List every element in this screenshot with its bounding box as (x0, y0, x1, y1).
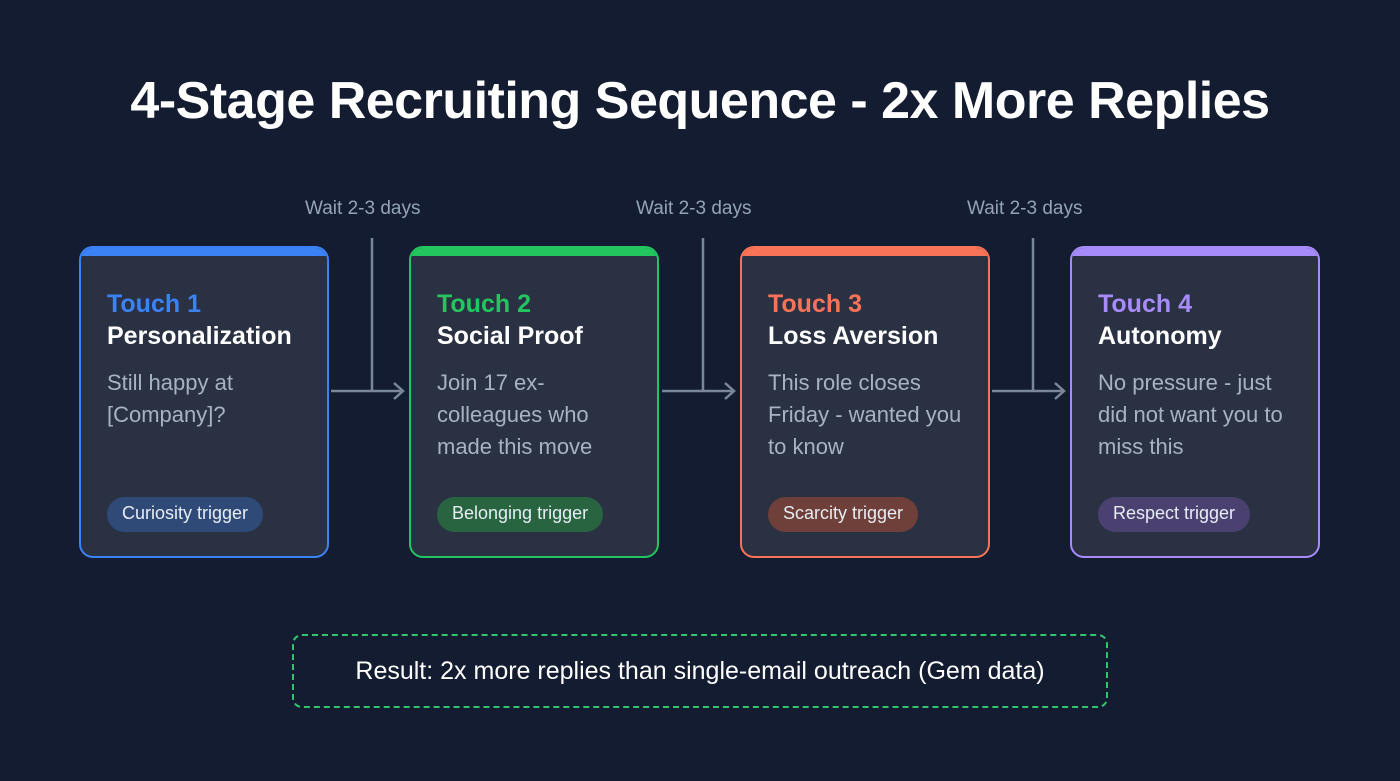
card-content: Touch 4 Autonomy No pressure - just did … (1072, 256, 1318, 556)
trigger-badge: Scarcity trigger (768, 497, 919, 532)
card-content: Touch 3 Loss Aversion This role closes F… (742, 256, 988, 556)
wait-label-1: Wait 2-3 days (305, 198, 421, 219)
wait-label-2: Wait 2-3 days (636, 198, 752, 219)
card-touch-label: Touch 2 (437, 290, 531, 318)
card-title: Personalization (107, 321, 292, 350)
card-body-text: No pressure - just did not want you to m… (1098, 369, 1283, 459)
card-title: Social Proof (437, 321, 583, 350)
card-title: Loss Aversion (768, 321, 939, 350)
card-body-text: Still happy at [Company]? (107, 369, 233, 427)
card-accent-bar (411, 248, 657, 256)
card-touch-label: Touch 1 (107, 290, 201, 318)
card-accent-bar (742, 248, 988, 256)
touch-card-1[interactable]: Touch 1 Personalization Still happy at [… (79, 246, 329, 558)
card-touch-label: Touch 4 (1098, 290, 1192, 318)
card-touch-label: Touch 3 (768, 290, 862, 318)
card-title: Autonomy (1098, 321, 1222, 350)
card-body-text: Join 17 ex-colleagues who made this move (437, 369, 593, 459)
trigger-badge: Respect trigger (1098, 497, 1251, 532)
wait-label-3: Wait 2-3 days (967, 198, 1083, 219)
card-accent-bar (1072, 248, 1318, 256)
card-accent-bar (81, 248, 327, 256)
page-title: 4-Stage Recruiting Sequence - 2x More Re… (130, 72, 1270, 130)
touch-card-4[interactable]: Touch 4 Autonomy No pressure - just did … (1070, 246, 1320, 558)
card-content: Touch 1 Personalization Still happy at [… (81, 256, 327, 556)
touch-card-3[interactable]: Touch 3 Loss Aversion This role closes F… (740, 246, 990, 558)
card-body-text: This role closes Friday - wanted you to … (768, 369, 962, 459)
result-text: Result: 2x more replies than single-emai… (355, 657, 1045, 685)
trigger-badge: Curiosity trigger (107, 497, 264, 532)
result-banner: Result: 2x more replies than single-emai… (292, 634, 1108, 708)
trigger-badge: Belonging trigger (437, 497, 604, 532)
card-content: Touch 2 Social Proof Join 17 ex-colleagu… (411, 256, 657, 556)
touch-card-2[interactable]: Touch 2 Social Proof Join 17 ex-colleagu… (409, 246, 659, 558)
